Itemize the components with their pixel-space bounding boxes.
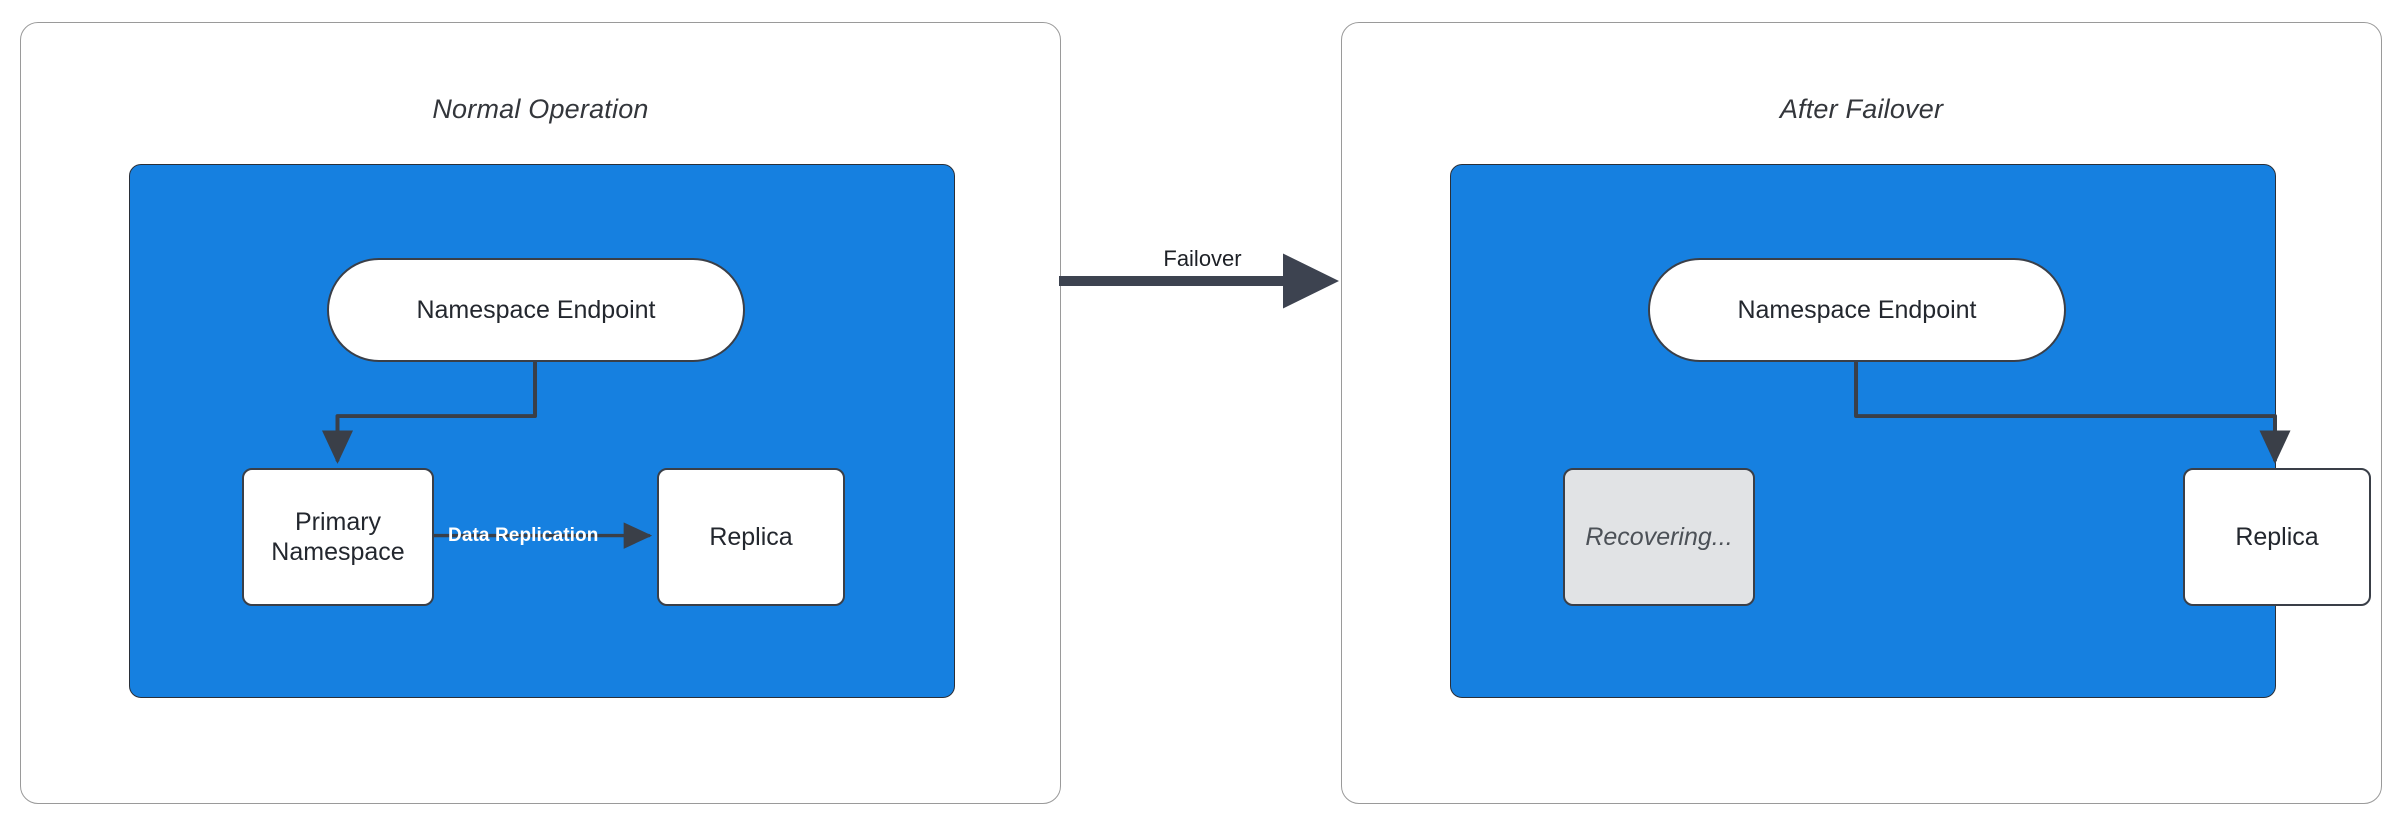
cluster-after-failover: Namespace Endpoint Recovering... Replica [1450, 164, 2371, 698]
edge-layer-normal-operation [321, 359, 653, 549]
edge-label-data-replication: Data Replication [448, 525, 599, 546]
node-replica-after[interactable]: Replica [2183, 468, 2371, 606]
panel-title-after-failover: After Failover [1779, 94, 1944, 124]
node-replica-normal[interactable]: Replica [657, 468, 845, 606]
cluster-normal-operation: Namespace Endpoint Primary Namespace Rep… [129, 164, 955, 698]
panel-after-failover: After Failover Namespace Endpoint Recove… [1341, 22, 2382, 804]
node-primary-namespace[interactable]: Primary Namespace [242, 468, 434, 606]
failover-label: Failover [1163, 246, 1242, 271]
panel-normal-operation: Normal Operation Namespace Endpoint Prim… [20, 22, 1061, 804]
node-namespace-endpoint[interactable]: Namespace Endpoint [327, 258, 745, 362]
node-recovering[interactable]: Recovering... [1563, 468, 1755, 606]
edge-endpoint-to-replica [1854, 359, 2291, 464]
panel-title-normal-operation: Normal Operation [432, 94, 649, 124]
node-namespace-endpoint-after[interactable]: Namespace Endpoint [1648, 258, 2066, 362]
edge-endpoint-to-primary [321, 359, 538, 464]
edge-layer-after-failover [1854, 359, 2291, 464]
node-primary-namespace-label: Primary Namespace [271, 507, 405, 567]
failover-arrow-icon [1059, 253, 1340, 309]
